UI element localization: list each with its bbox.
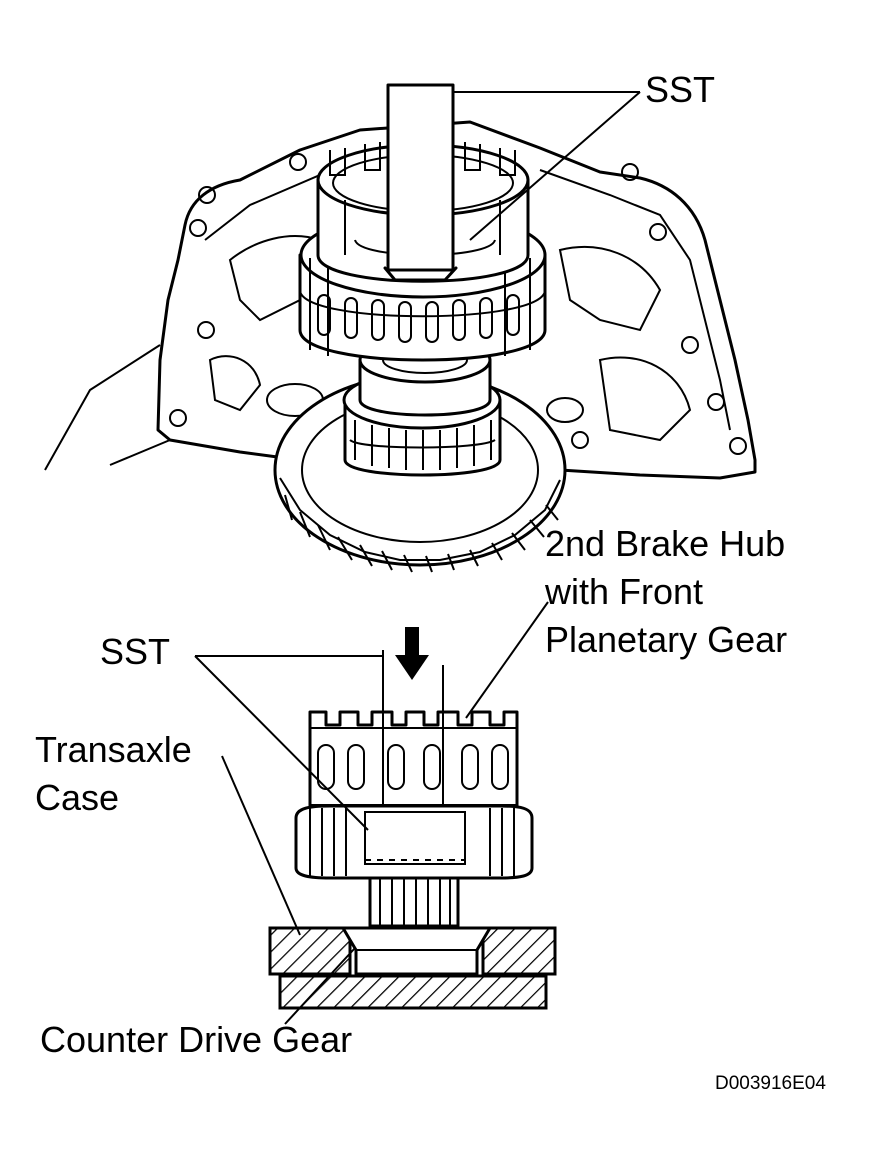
bottom-section: [268, 627, 557, 1010]
label-sst-top: SST: [645, 69, 716, 110]
sst-rods: [382, 650, 444, 712]
label-brake-hub-2: with Front: [545, 571, 704, 612]
leader-lines: [194, 91, 641, 1025]
case-section: [268, 926, 557, 976]
leader-sst-top: [453, 91, 641, 241]
counter-drive-gear-section: [278, 974, 548, 1010]
label-brake-hub-3: Planetary Gear: [545, 619, 788, 660]
label-transaxle-1: Transaxle: [35, 729, 192, 770]
sst-shaft-top: [383, 83, 458, 282]
press-arrow-icon: [395, 627, 429, 680]
leader-sst-bottom: [194, 655, 383, 831]
bolt-holes: [169, 153, 747, 455]
leader-transaxle-case: [221, 755, 301, 936]
label-brake-hub-1: 2nd Brake Hub: [545, 523, 786, 564]
figure-code: D003916E04: [715, 1073, 826, 1094]
label-transaxle-2: Case: [35, 777, 120, 818]
brake-hub-crown: [308, 710, 519, 810]
leader-brake-hub: [465, 601, 549, 719]
top-illustration: [44, 83, 757, 573]
leader-counter-drive-gear: [284, 947, 356, 1025]
planetary-gear: [294, 804, 534, 880]
shaft-spline: [368, 876, 460, 928]
label-sst-bottom: SST: [100, 631, 171, 672]
case-flange-left: [44, 344, 171, 471]
label-counter-drive-gear: Counter Drive Gear: [40, 1019, 353, 1060]
